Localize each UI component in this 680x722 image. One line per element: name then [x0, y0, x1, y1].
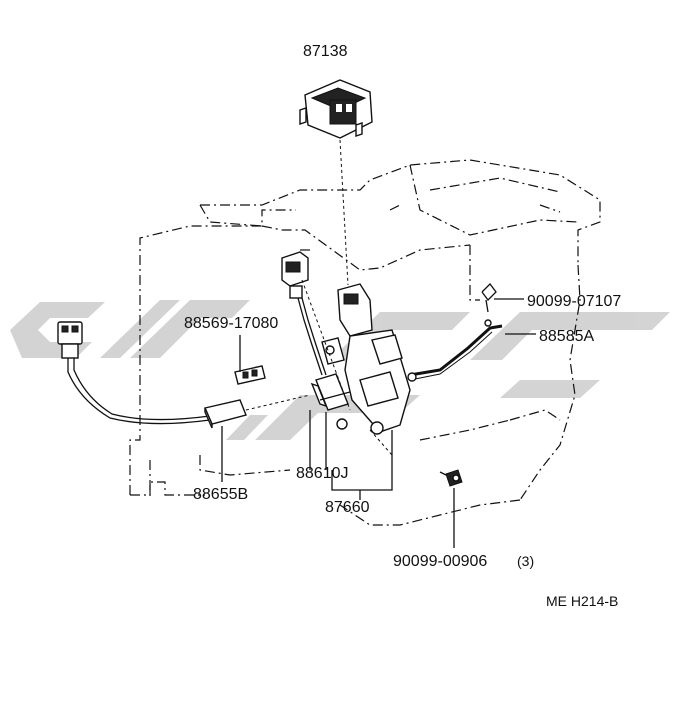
label-88610J: 88610J [296, 465, 349, 482]
part-88655B[interactable] [204, 399, 247, 429]
part-upper-connector[interactable] [281, 251, 309, 299]
wire-harness-left [67, 358, 211, 425]
wire-upper [297, 297, 323, 376]
part-87138-relay[interactable] [299, 79, 373, 139]
heater-unit-outline [129, 159, 601, 526]
part-88569-17080-clip[interactable] [234, 365, 266, 385]
diagram-code: ME H214-B [546, 593, 618, 609]
leader-87138 [339, 139, 349, 286]
leader-87660 [331, 430, 393, 491]
label-88655B: 88655B [193, 486, 248, 503]
label-88569-17080: 88569-17080 [184, 315, 278, 332]
label-87138: 87138 [303, 43, 348, 60]
part-90099-07107-clip[interactable] [481, 283, 497, 313]
part-88585A-rod[interactable] [407, 319, 503, 382]
label-88585A: 88585A [539, 328, 594, 345]
label-90099-07107: 90099-07107 [527, 293, 621, 310]
label-90099-00906: 90099-00906 [393, 553, 487, 570]
part-left-connector[interactable] [57, 321, 83, 359]
label-87660: 87660 [325, 499, 370, 516]
part-87660-actuator[interactable] [319, 283, 411, 435]
label-qty-90099-00906: (3) [517, 553, 534, 569]
part-90099-00906-screw[interactable] [439, 469, 463, 487]
